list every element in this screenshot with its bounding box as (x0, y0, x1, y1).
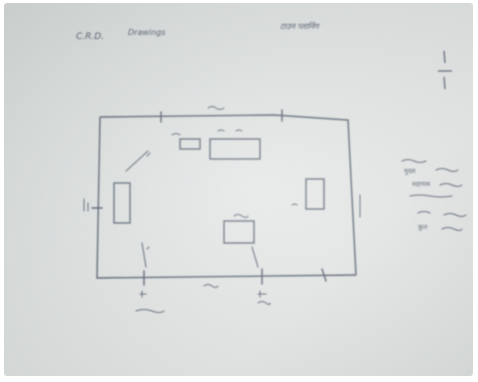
block-top-main (209, 138, 261, 160)
side-note-line-1: मुख्य (404, 167, 416, 175)
hand-drawn-site-plan: C.R.D. Drawings टाउन प्लानिंग मुख्य सहाय… (76, 21, 467, 313)
header-left-word: Drawings (128, 28, 165, 37)
header-right-note: टाउन प्लानिंग (280, 21, 320, 31)
corner-fraction (438, 50, 452, 90)
internal-paths (125, 150, 259, 268)
side-note-line-2: सहायक (412, 180, 431, 188)
side-note-scribbles (401, 159, 467, 231)
photo-of-paper-sheet: C.R.D. Drawings टाउन प्लानिंग मुख्य सहाय… (4, 3, 473, 376)
block-top-small (179, 138, 201, 150)
site-boundary (96, 114, 357, 279)
building-blocks (113, 138, 325, 244)
block-right (305, 178, 325, 210)
dimension-scribbles (83, 106, 361, 313)
block-left (113, 182, 131, 224)
side-note-line-3: कुल (418, 223, 428, 231)
boundary-marks (91, 109, 327, 286)
header-left-note: C.R.D. (76, 32, 104, 42)
block-center (223, 220, 255, 244)
